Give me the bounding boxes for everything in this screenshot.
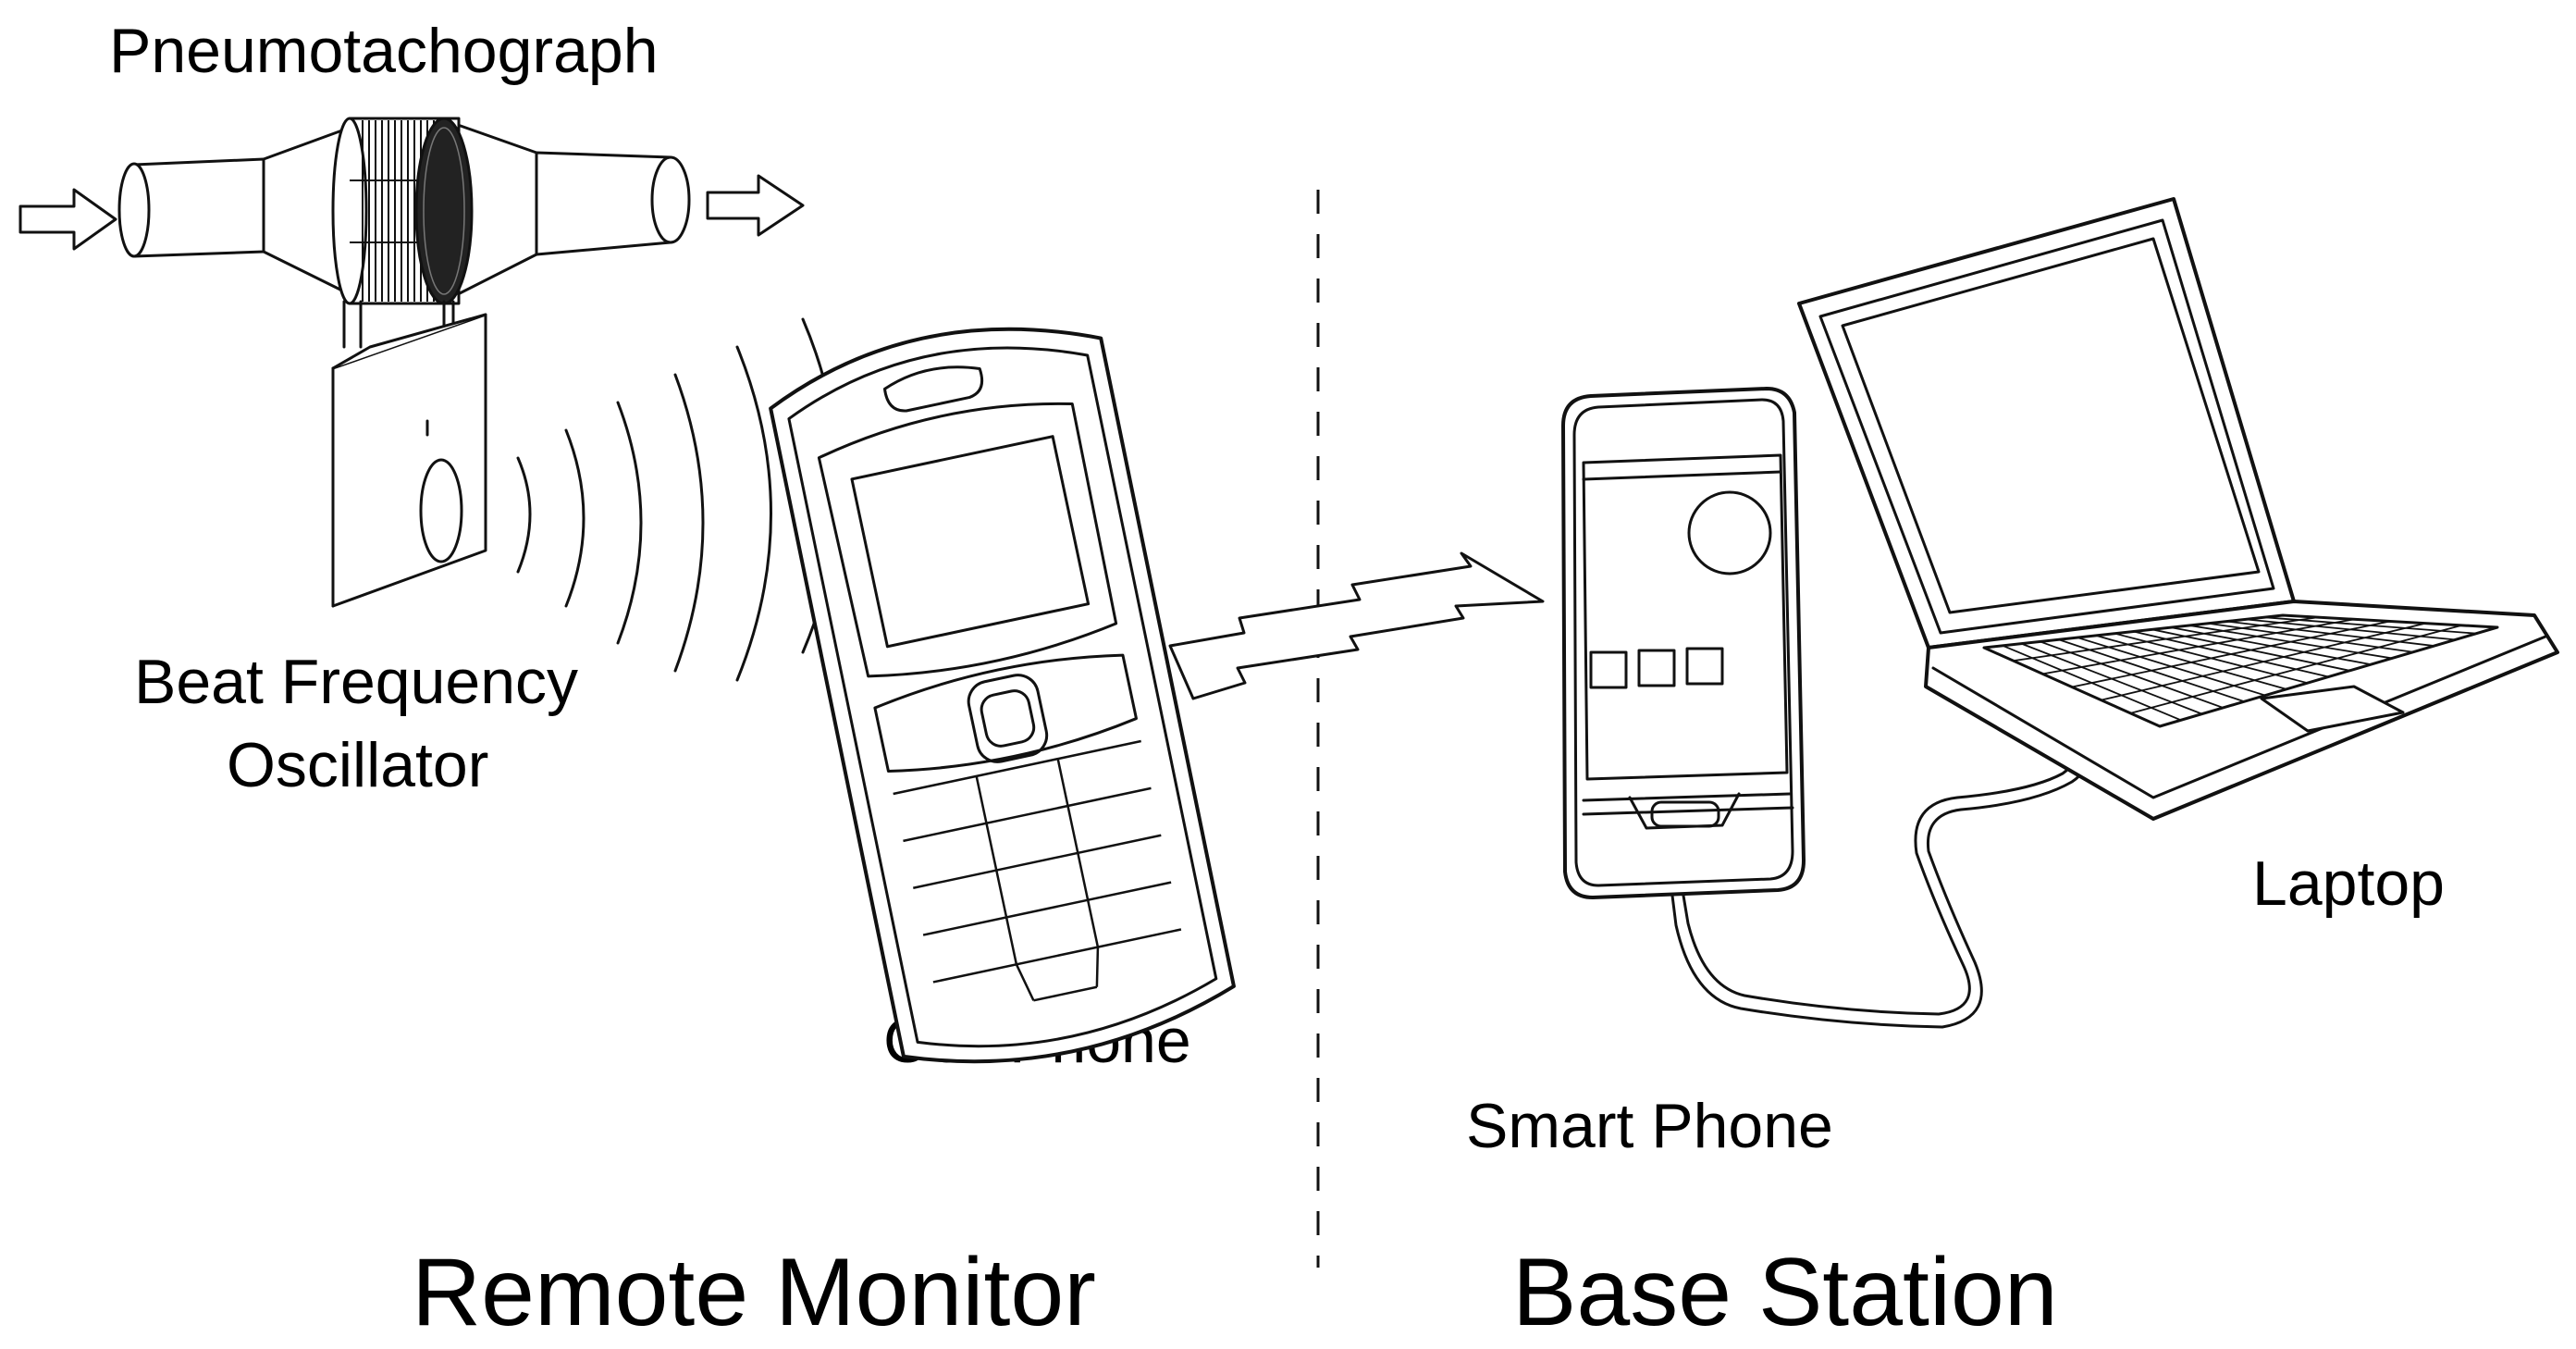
keypad-row-line <box>893 739 1141 796</box>
bfo-label-line1: Beat Frequency <box>134 647 578 717</box>
keypad-row-line <box>1033 985 1098 1002</box>
laptop-key-col <box>2077 637 2266 697</box>
cell-phone-keypad <box>893 739 1182 1002</box>
smart-phone <box>1561 387 2090 1029</box>
smart-phone-label: Smart Phone <box>1466 1091 1833 1161</box>
laptop-key-col <box>2058 638 2245 703</box>
keypad-col-line <box>1015 963 1035 1001</box>
keypad-row-line <box>903 786 1152 843</box>
laptop-label: Laptop <box>2252 848 2445 919</box>
laptop-key-col <box>2002 644 2182 722</box>
laptop-key-col <box>2226 620 2434 647</box>
keypad-col-line <box>1056 758 1100 947</box>
laptop-key-col <box>2188 625 2393 660</box>
laptop-key-col <box>2170 626 2372 666</box>
keypad-row-line <box>922 881 1172 936</box>
laptop-keyboard <box>2002 616 2477 722</box>
screen-mesh-face <box>414 117 474 305</box>
laptop-key-col <box>2021 642 2202 715</box>
laptop-key-col <box>2133 630 2329 678</box>
flow-in-arrow-icon <box>18 188 117 251</box>
keypad-col-line <box>975 775 1018 965</box>
pneumotachograph-label: Pneumotachograph <box>109 16 659 86</box>
cell-phone <box>769 327 1236 1064</box>
laptop-key-col <box>2151 628 2350 672</box>
flow-out-arrow-icon <box>706 174 805 237</box>
laptop-key-col <box>2095 635 2287 690</box>
laptop-key-col <box>2208 622 2413 653</box>
laptop-key-col <box>2040 640 2224 709</box>
laptop-key-col <box>2114 632 2308 685</box>
lightning-link-icon <box>1168 551 1545 700</box>
laptop-key-col <box>2263 616 2477 635</box>
keypad-row-line <box>932 928 1182 984</box>
remote-monitor-label: Remote Monitor <box>412 1239 1096 1346</box>
laptop <box>1797 197 2559 821</box>
bfo-label-line2: Oscillator <box>227 730 488 800</box>
keypad-row-line <box>913 834 1162 889</box>
keypad-col-line <box>1095 947 1100 987</box>
pneumotachograph <box>117 117 691 423</box>
beat-frequency-oscillator <box>331 313 487 608</box>
laptop-key-col <box>2245 618 2456 641</box>
base-station-label: Base Station <box>1512 1239 2058 1346</box>
